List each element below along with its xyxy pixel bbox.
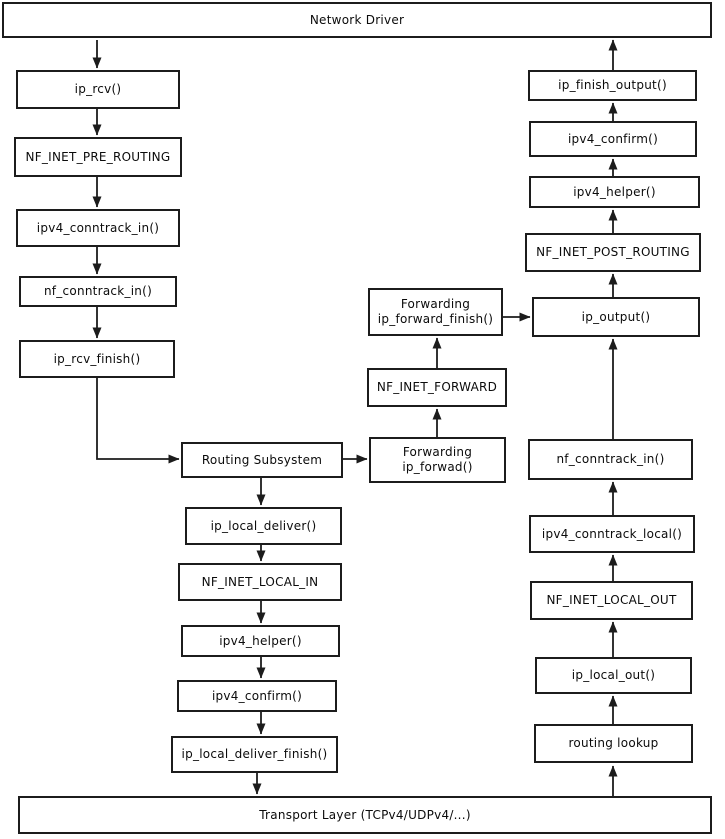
node-ipv4-conntrack-in: ipv4_conntrack_in() xyxy=(16,209,180,247)
node-routing-lookup: routing lookup xyxy=(534,724,693,763)
node-routing-subsystem: Routing Subsystem xyxy=(181,442,343,478)
node-ip-finish-output: ip_finish_output() xyxy=(528,70,697,101)
node-ipv4-confirm-out: ipv4_confirm() xyxy=(529,121,697,157)
node-ip-rcv: ip_rcv() xyxy=(16,70,180,109)
node-nf-conntrack-in-left: nf_conntrack_in() xyxy=(19,276,177,307)
node-label-line2: ip_forward_finish() xyxy=(377,312,494,326)
node-transport-layer: Transport Layer (TCPv4/UDPv4/...) xyxy=(18,796,712,834)
node-ipv4-conntrack-local: ipv4_conntrack_local() xyxy=(529,515,695,553)
node-ip-local-deliver-finish: ip_local_deliver_finish() xyxy=(171,736,338,773)
node-ip-local-out: ip_local_out() xyxy=(535,657,692,694)
node-ip-output: ip_output() xyxy=(532,297,700,337)
node-forwarding-ip-forward-finish: Forwarding ip_forward_finish() xyxy=(368,288,503,336)
node-ipv4-helper-in: ipv4_helper() xyxy=(181,625,340,657)
node-nf-inet-post-routing: NF_INET_POST_ROUTING xyxy=(525,233,701,272)
node-network-driver: Network Driver xyxy=(2,2,712,38)
node-ipv4-confirm-in: ipv4_confirm() xyxy=(177,680,337,712)
node-nf-conntrack-in-right: nf_conntrack_in() xyxy=(528,439,693,480)
node-nf-inet-local-in: NF_INET_LOCAL_IN xyxy=(178,563,342,601)
node-ipv4-helper-out: ipv4_helper() xyxy=(529,176,700,208)
node-ip-local-deliver: ip_local_deliver() xyxy=(185,507,342,545)
node-label-line1: Forwarding xyxy=(402,445,473,459)
node-nf-inet-forward: NF_INET_FORWARD xyxy=(367,368,507,407)
node-label-line2: ip_forwad() xyxy=(402,460,473,474)
node-label-line1: Forwarding xyxy=(400,297,471,311)
node-ip-rcv-finish: ip_rcv_finish() xyxy=(19,340,175,378)
node-forwarding-ip-forwad: Forwarding ip_forwad() xyxy=(369,437,506,483)
node-nf-inet-local-out: NF_INET_LOCAL_OUT xyxy=(530,581,693,620)
node-nf-inet-pre-routing: NF_INET_PRE_ROUTING xyxy=(14,137,182,177)
